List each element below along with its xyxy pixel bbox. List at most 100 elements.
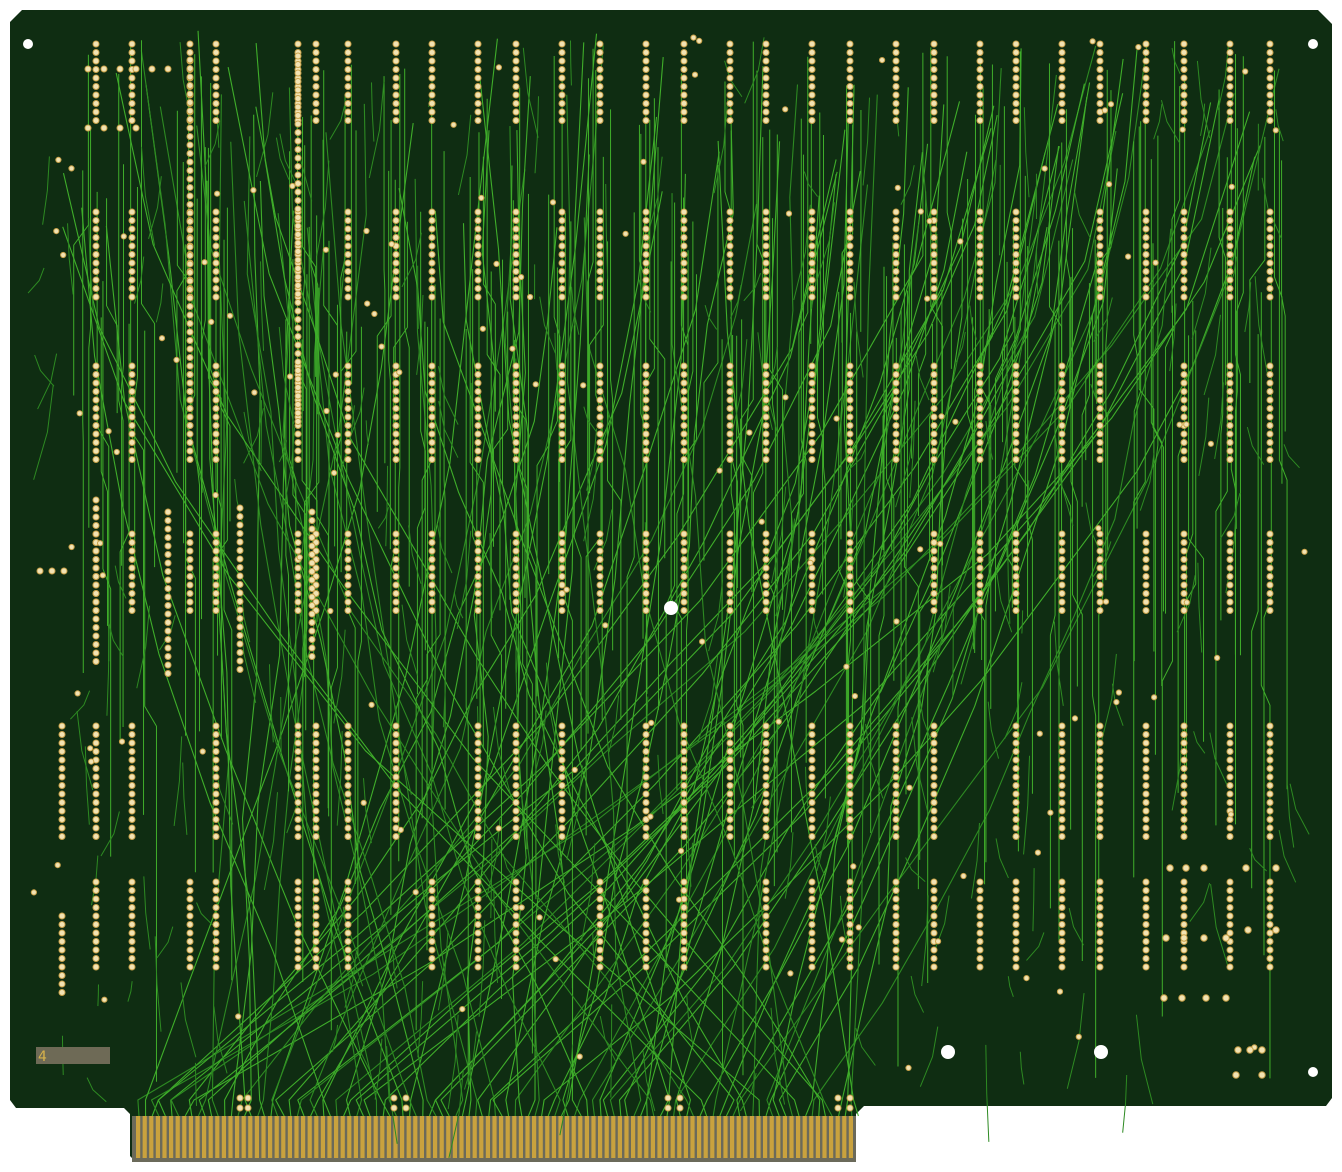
ic-pin-pad (1012, 388, 1020, 395)
copper-trace (502, 259, 507, 709)
ic-pin-pad (1152, 259, 1159, 266)
ic-pin-pad (392, 117, 400, 124)
ic-pin-pad (1012, 938, 1020, 945)
ic-pin-pad (212, 824, 220, 832)
ic-pin-pad (846, 293, 854, 301)
copper-trace (687, 221, 694, 521)
ic-pin-pad (212, 963, 220, 971)
ic-pin-pad (1142, 963, 1150, 971)
ic-pin-pad (92, 624, 100, 631)
ic-pin-pad (1058, 921, 1066, 928)
ic-pin-pad (1180, 439, 1188, 446)
ic-pin-pad (762, 285, 770, 292)
ic-pin-pad (128, 816, 136, 823)
ic-pin-pad (186, 547, 194, 555)
ic-pin-pad (1180, 396, 1188, 404)
ic-pin-pad (1096, 963, 1104, 971)
ic-pin-pad (1041, 165, 1048, 172)
ic-pin-pad (116, 65, 124, 73)
ic-pin-pad (558, 396, 566, 404)
ic-pin-pad (930, 799, 938, 806)
ic-pin-pad (212, 285, 220, 292)
ic-pin-pad (186, 530, 194, 538)
ic-pin-pad (1096, 904, 1104, 911)
ic-pin-pad (1266, 921, 1274, 928)
copper-trace (127, 981, 133, 1002)
ic-pin-pad (1012, 208, 1020, 216)
ic-pin-pad (846, 100, 854, 107)
ic-pin-pad (1058, 878, 1066, 886)
ic-pin-pad (1142, 895, 1150, 903)
ic-pin-pad (186, 201, 194, 208)
ic-pin-pad (846, 447, 854, 455)
ic-pin-pad (148, 65, 156, 73)
ic-pin-pad (186, 252, 194, 259)
ic-pin-pad (186, 320, 194, 327)
ic-pin-pad (344, 547, 352, 555)
ic-pin-pad (1228, 183, 1235, 190)
ic-pin-pad (1266, 878, 1274, 886)
ic-pin-pad (1012, 83, 1020, 90)
ic-pin-pad (690, 34, 697, 41)
ic-pin-pad (1266, 824, 1274, 832)
ic-pin-pad (930, 83, 938, 90)
ic-pin-pad (930, 49, 938, 56)
ic-pin-pad (1180, 934, 1188, 942)
ic-pin-pad (930, 731, 938, 738)
copper-trace (1133, 141, 1138, 529)
ic-pin-pad (1180, 83, 1188, 90)
ic-pin-pad (128, 439, 136, 446)
ic-pin-pad (642, 782, 650, 789)
copper-trace (657, 754, 664, 814)
ic-pin-pad (930, 878, 938, 886)
ic-pin-pad (1142, 912, 1150, 920)
ic-pin-pad (294, 439, 302, 446)
copper-trace (1185, 300, 1194, 767)
gold-finger (373, 1116, 378, 1158)
ic-pin-pad (558, 371, 566, 378)
ic-pin-pad (642, 564, 650, 572)
ic-pin-pad (212, 539, 220, 546)
ic-pin-pad (186, 73, 194, 81)
ic-pin-pad (186, 581, 194, 589)
ic-pin-pad (930, 268, 938, 275)
ic-pin-pad (1096, 439, 1104, 446)
copper-trace (303, 287, 320, 677)
ic-pin-pad (1096, 790, 1104, 798)
copper-trace (766, 74, 1057, 1117)
ic-pin-pad (132, 124, 140, 132)
ic-pin-pad (428, 234, 436, 241)
ic-pin-pad (344, 581, 352, 589)
ic-pin-pad (128, 887, 136, 894)
gold-finger (657, 1116, 662, 1158)
copper-trace (340, 94, 346, 422)
ic-pin-pad (92, 963, 100, 971)
ic-pin-pad (726, 456, 734, 463)
copper-trace (336, 731, 343, 826)
ic-pin-pad (1180, 765, 1188, 772)
ic-pin-pad (680, 40, 688, 48)
ic-pin-pad (294, 316, 302, 323)
ic-pin-pad (294, 955, 302, 962)
gold-finger (347, 1116, 352, 1158)
copper-trace (589, 156, 604, 494)
ic-pin-pad (236, 666, 244, 673)
ic-pin-pad (642, 49, 650, 56)
copper-trace (197, 30, 252, 1117)
ic-pin-pad (726, 100, 734, 107)
ic-pin-pad (1142, 946, 1150, 954)
ic-pin-pad (843, 663, 850, 670)
ic-pin-pad (558, 765, 566, 772)
ic-pin-pad (808, 748, 816, 755)
ic-pin-pad (596, 530, 604, 538)
copper-trace (408, 525, 422, 584)
ic-pin-pad (128, 773, 136, 781)
ic-pin-pad (250, 187, 257, 194)
ic-pin-pad (846, 49, 854, 56)
ic-pin-pad (642, 217, 650, 224)
copper-trace (461, 154, 590, 1117)
ic-pin-pad (1180, 887, 1188, 894)
ic-pin-pad (474, 547, 482, 555)
ic-pin-pad (1012, 912, 1020, 920)
copper-trace (675, 195, 820, 1117)
